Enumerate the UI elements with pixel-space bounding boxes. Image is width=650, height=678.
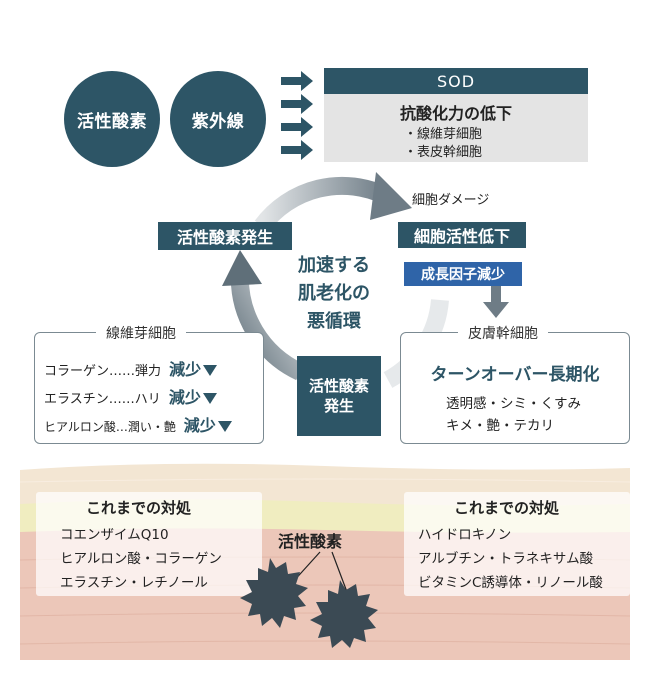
- cycle-arc-top: [254, 176, 390, 232]
- arrow-stack: [281, 71, 313, 160]
- fibro-row-3-text: ヒアルロン酸…潤い・艶: [44, 420, 176, 434]
- cycle-arrowhead-right-icon: [370, 172, 412, 220]
- fibroblast-panel-title: 線維芽細胞: [96, 323, 186, 343]
- sod-effect-box: 抗酸化力の低下 ・線維芽細胞 ・表皮幹細胞: [324, 94, 588, 162]
- damage-label: 細胞ダメージ: [412, 193, 490, 208]
- decrease-triangle-icon: [217, 421, 232, 432]
- fibro-row-3-change: 減少: [183, 416, 216, 435]
- circle-active-oxygen: 活性酸素: [64, 71, 160, 167]
- fibro-row-2: エラスチン……ハリ 減少: [44, 384, 217, 408]
- right-card-line-3: ビタミンC誘導体・リノール酸: [418, 575, 603, 591]
- effect-item-1: ・線維芽細胞: [404, 127, 483, 142]
- tag-active-oxygen-generation-bottom: 活性酸素 発生: [297, 356, 381, 436]
- ros-label: 活性酸素: [278, 532, 343, 551]
- arrow-right-icon: [281, 117, 313, 137]
- right-card-line-2: アルブチン・トラネキサム酸: [418, 551, 594, 567]
- circle-uv-label: 紫外線: [191, 111, 245, 132]
- arrow-right-icon: [281, 94, 313, 114]
- decrease-triangle-icon: [203, 365, 218, 376]
- cycle-arrowhead-up-icon: [222, 250, 262, 286]
- effect-item-2: ・表皮幹細胞: [404, 145, 483, 160]
- arrow-right-icon: [281, 71, 313, 91]
- fibro-row-3: ヒアルロン酸…潤い・艶 減少: [44, 412, 232, 436]
- circle-uv: 紫外線: [170, 71, 266, 167]
- cycle-center-text: 加速する 肌老化の 悪循環: [276, 252, 392, 336]
- cycle-arc-bottom: [230, 271, 305, 381]
- right-card-line-1: ハイドロキノン: [418, 527, 512, 543]
- fibro-row-2-change: 減少: [168, 388, 201, 407]
- fibro-row-2-text: エラスチン……ハリ: [44, 392, 161, 407]
- stem-line-1: 透明感・シミ・くすみ: [446, 396, 581, 412]
- arrow-down-icon: [483, 286, 509, 318]
- circle-active-oxygen-label: 活性酸素: [77, 111, 147, 132]
- fibro-row-1-change: 減少: [169, 360, 202, 379]
- tag-cell-activity-decline-label: 細胞活性低下: [413, 227, 510, 246]
- tag-active-oxygen-generation: 活性酸素発生: [158, 222, 292, 250]
- cycle-center-line-2: 肌老化の: [298, 283, 370, 304]
- sod-label: SOD: [436, 71, 476, 91]
- cycle-center-line-3: 悪循環: [307, 311, 361, 332]
- tag-active-oxygen-generation-label: 活性酸素発生: [176, 228, 273, 247]
- tag-bottom-line-1: 活性酸素: [308, 377, 369, 395]
- right-card-title: これまでの対処: [454, 499, 560, 517]
- cycle-center-line-1: 加速する: [298, 255, 370, 276]
- left-card-line-2: ヒアルロン酸・コラーゲン: [60, 551, 222, 567]
- decrease-triangle-icon: [202, 393, 217, 404]
- tag-growth-factor-decrease: 成長因子減少: [404, 262, 522, 286]
- sod-header: SOD: [324, 68, 588, 94]
- effect-title: 抗酸化力の低下: [399, 104, 512, 123]
- fibro-row-1-text: コラーゲン……弾力: [44, 364, 162, 379]
- right-treatment-card: [404, 492, 630, 596]
- fibro-row-1: コラーゲン……弾力 減少: [44, 356, 218, 380]
- ros-particles: [240, 551, 378, 648]
- arrow-right-icon: [281, 140, 313, 160]
- left-card-line-1: コエンザイムQ10: [60, 527, 169, 543]
- ros-particle-icon: [310, 580, 378, 648]
- tag-bottom-line-2: 発生: [323, 397, 354, 415]
- tag-growth-factor-decrease-label: 成長因子減少: [421, 267, 505, 283]
- ros-particle-icon: [240, 558, 308, 628]
- stem-panel-title: 皮膚幹細胞: [458, 323, 548, 343]
- stem-headline: ターンオーバー長期化: [430, 365, 600, 385]
- left-treatment-card: [36, 492, 262, 596]
- stem-line-2: キメ・艶・テカリ: [446, 418, 554, 434]
- left-card-title: これまでの対処: [86, 499, 192, 517]
- left-card-line-3: エラスチン・レチノール: [60, 575, 208, 591]
- tag-cell-activity-decline: 細胞活性低下: [398, 222, 526, 248]
